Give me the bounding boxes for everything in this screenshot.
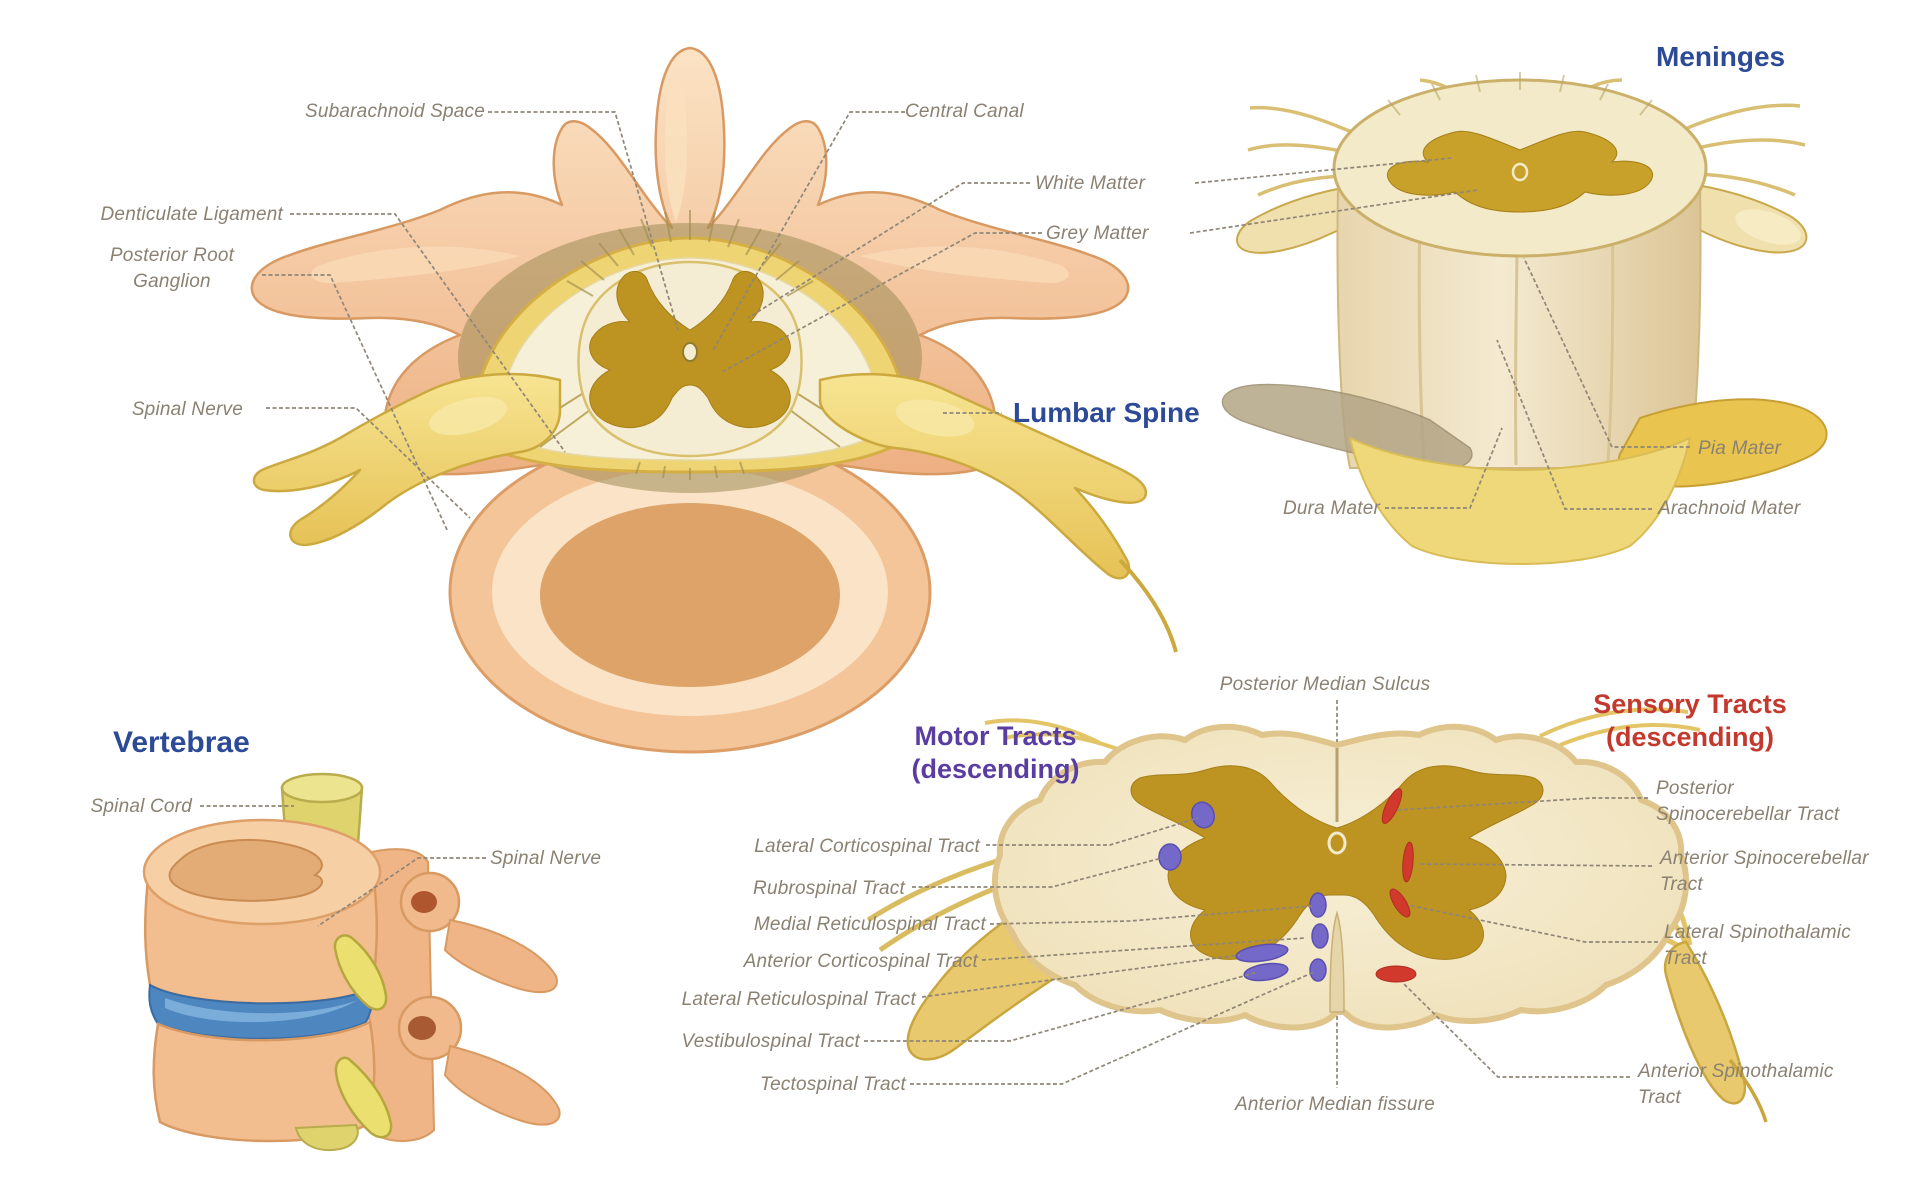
tracts-central-canal: [1327, 831, 1347, 855]
sensory-tracts-line2: (descending): [1605, 722, 1774, 752]
tectospinal-marker: [1309, 958, 1327, 982]
label-tectospinal: Tectospinal Tract: [760, 1074, 906, 1095]
label-posterior-root-ganglion: Posterior Root Ganglion: [109, 245, 235, 292]
meninges-grey-matter: [1387, 130, 1653, 213]
vertebrae-illustration: [142, 772, 561, 1151]
rubrospinal-marker: [1158, 843, 1182, 871]
label-lateral-spinothalamic: Lateral Spinothalamic Tract: [1664, 922, 1851, 969]
label-anterior-spinocerebellar: Anterior Spinocerebellar Tract: [1660, 848, 1869, 895]
sensory-tract-markers: [1375, 788, 1417, 983]
label-lateral-reticulospinal: Lateral Reticulospinal Tract: [681, 989, 916, 1010]
label-posterior-median-sulcus: Posterior Median Sulcus: [1219, 674, 1431, 695]
label-dura-mater: Dura Mater: [1282, 498, 1380, 519]
label-lateral-corticospinal: Lateral Corticospinal Tract: [754, 836, 980, 857]
label-spinal-cord: Spinal Cord: [90, 796, 192, 817]
title-lumbar-spine: Lumbar Spine: [1013, 397, 1200, 428]
title-sensory-tracts: Sensory Tracts (descending): [1565, 688, 1815, 754]
tracts-right-nerve-trunk: [1663, 940, 1747, 1105]
posterior-spinocerebellar-marker: [1381, 788, 1403, 824]
label-white-matter: White Matter: [1035, 173, 1146, 194]
vertebrae-spinal-nerve-lower: [334, 1056, 393, 1139]
right-spinal-nerve: [818, 372, 1148, 580]
label-anterior-corticospinal: Anterior Corticospinal Tract: [743, 951, 978, 972]
lateral-spinothalamic-marker: [1389, 888, 1411, 918]
label-central-canal: Central Canal: [905, 101, 1024, 122]
anterior-spinocerebellar-marker: [1402, 841, 1414, 883]
motor-tract-markers: [1158, 801, 1329, 982]
label-subarachnoid-space: Subarachnoid Space: [304, 101, 485, 122]
label-denticulate-ligament: Denticulate Ligament: [100, 204, 283, 225]
label-medial-reticulospinal: Medial Reticulospinal Tract: [753, 914, 986, 935]
label-arachnoid-mater: Arachnoid Mater: [1658, 498, 1801, 519]
anterior-corticospinal-marker: [1311, 923, 1329, 949]
title-vertebrae: Vertebrae: [113, 726, 250, 759]
lateral-reticulospinal-marker: [1235, 943, 1289, 963]
title-motor-tracts: Motor Tracts (descending): [878, 720, 1113, 786]
label-rubrospinal: Rubrospinal Tract: [753, 878, 905, 899]
vestibulospinal-marker: [1243, 962, 1289, 982]
title-meninges: Meninges: [1656, 41, 1786, 72]
lumbar-spine-illustration: [250, 46, 1178, 754]
central-canal: [682, 342, 698, 362]
label-pia-mater: Pia Mater: [1698, 438, 1782, 459]
motor-tracts-line2: (descending): [911, 754, 1080, 784]
label-anterior-spinothalamic: Anterior Spinothalamic Tract: [1638, 1061, 1834, 1108]
sensory-tracts-line1: Sensory Tracts: [1593, 689, 1787, 719]
medial-reticulospinal-marker: [1309, 892, 1327, 918]
meninges-illustration: [1221, 72, 1828, 565]
motor-tracts-line1: Motor Tracts: [914, 721, 1077, 751]
label-anterior-median-fissure: Anterior Median fissure: [1235, 1094, 1435, 1115]
anterior-median-fissure-channel: [1329, 910, 1345, 1013]
vertebrae-spinal-nerve-upper: [333, 934, 388, 1011]
label-vestibulospinal: Vestibulospinal Tract: [681, 1031, 860, 1052]
leader-lines: [200, 111, 1690, 1088]
label-spinal-nerve-lumbar: Spinal Nerve: [131, 399, 243, 420]
posterior-root-ganglion-bulge: [428, 396, 508, 436]
label-posterior-spinocerebellar: Posterior Spinocerebellar Tract: [1656, 778, 1840, 825]
dura-mater-skirt: [1348, 436, 1692, 565]
label-grey-matter: Grey Matter: [1046, 223, 1149, 244]
anterior-spinothalamic-marker: [1375, 965, 1417, 983]
label-spinal-nerve-vertebrae: Spinal Nerve: [490, 848, 602, 869]
spinal-tracts-illustration: [866, 707, 1768, 1123]
nerve-rootlets: [566, 210, 814, 480]
